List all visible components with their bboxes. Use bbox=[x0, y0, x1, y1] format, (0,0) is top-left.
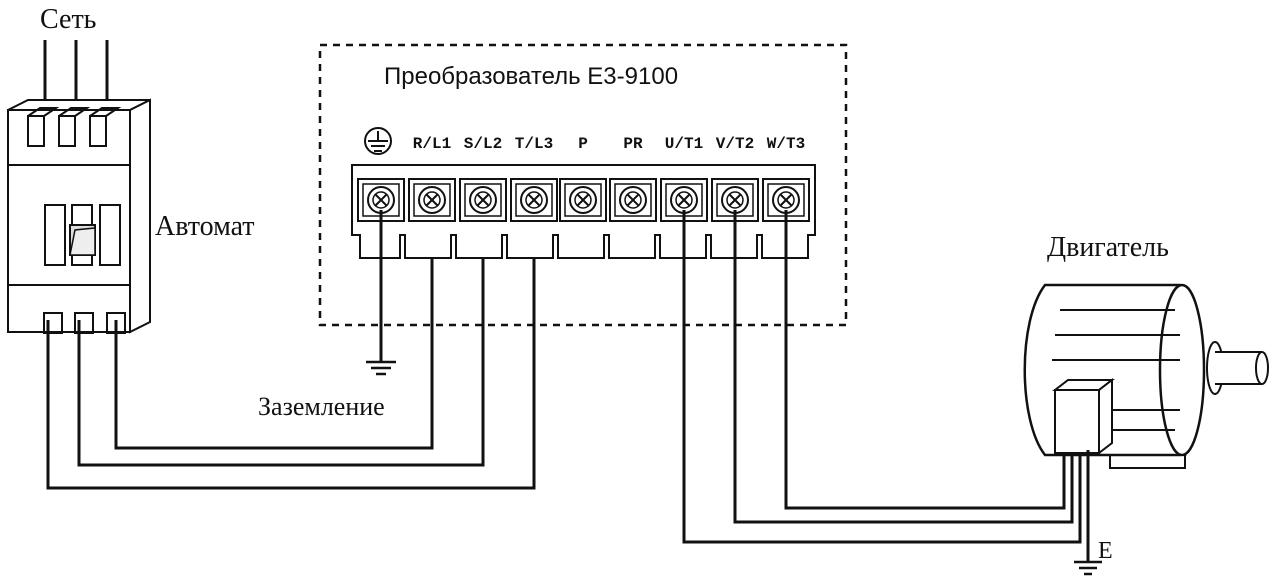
terminal-block bbox=[351, 164, 816, 259]
circuit-breaker bbox=[7, 98, 151, 334]
output-wires bbox=[682, 210, 1082, 544]
terminal-label-ut1: U/T1 bbox=[665, 135, 703, 153]
screw-icon bbox=[459, 178, 507, 222]
motor-ground-label: E bbox=[1098, 538, 1113, 564]
terminal-label-sl2: S/L2 bbox=[464, 135, 502, 153]
terminal-labels: R/L1 S/L2 T/L3 P PR U/T1 V/T2 W/T3 bbox=[413, 135, 805, 153]
ground-label: Заземление bbox=[258, 392, 385, 421]
breaker-label: Автомат bbox=[155, 211, 255, 242]
screw-icon bbox=[408, 178, 456, 222]
converter-enclosure bbox=[318, 43, 848, 327]
terminal-label-vt2: V/T2 bbox=[716, 135, 754, 153]
terminal-label-wt3: W/T3 bbox=[767, 135, 805, 153]
screw-icon bbox=[357, 178, 405, 222]
ground-icon bbox=[364, 127, 392, 155]
screw-icon bbox=[510, 178, 558, 222]
terminal-label-p: P bbox=[578, 135, 588, 153]
terminal-label-rl1: R/L1 bbox=[413, 135, 451, 153]
terminal-label-pr: PR bbox=[623, 135, 643, 153]
converter-ground-wire bbox=[366, 210, 396, 376]
screw-icon bbox=[609, 178, 657, 222]
screw-icon bbox=[559, 178, 607, 222]
motor-label: Двигатель bbox=[1047, 232, 1169, 263]
input-wires bbox=[46, 210, 536, 490]
motor-ground-wire bbox=[1074, 450, 1102, 576]
terminal-label-tl3: T/L3 bbox=[515, 135, 553, 153]
converter-title: Преобразователь E3-9100 bbox=[384, 63, 678, 90]
motor bbox=[1023, 283, 1269, 469]
network-label: Сеть bbox=[40, 4, 96, 35]
